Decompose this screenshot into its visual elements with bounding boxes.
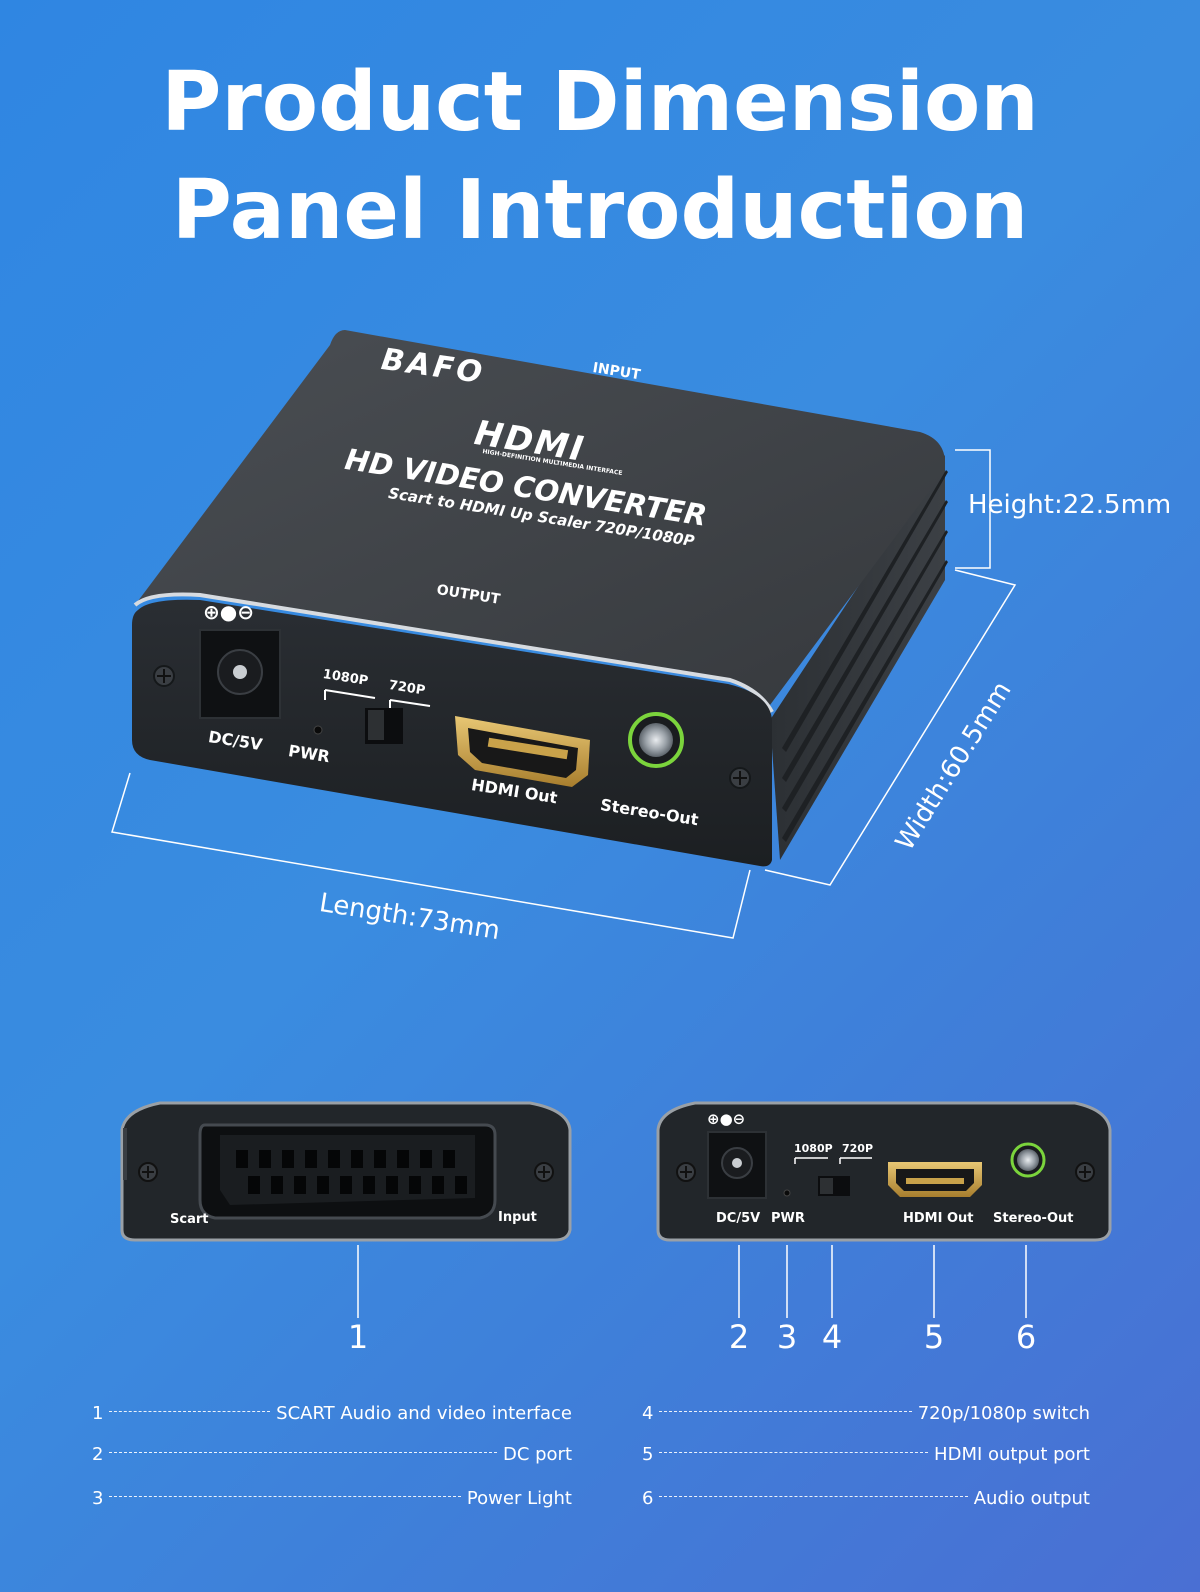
page-title-line1: Product Dimension <box>161 55 1039 150</box>
power-led-icon <box>313 725 323 735</box>
scart-pin <box>259 1150 271 1168</box>
callout-number: 2 <box>728 1318 750 1356</box>
scart-pin <box>455 1176 467 1194</box>
dc-port-icon <box>199 629 281 719</box>
legend-item: 1 SCART Audio and video interface <box>92 1403 572 1424</box>
legend-item: 2 DC port <box>92 1444 572 1465</box>
device-side <box>770 455 948 860</box>
legend-number: 4 <box>642 1403 654 1424</box>
legend-item: 4 720p/1080p switch <box>642 1403 1090 1424</box>
legend-item: 5 HDMI output port <box>642 1444 1090 1465</box>
scart-pin <box>409 1176 421 1194</box>
polarity-icon: ⊕●⊖ <box>707 1110 746 1128</box>
scart-pin <box>363 1176 375 1194</box>
input-port-label: Input <box>498 1210 537 1225</box>
legend-number: 5 <box>642 1444 654 1465</box>
callout-number: 1 <box>347 1318 369 1356</box>
screw-icon <box>1075 1162 1095 1182</box>
pwr-label: PWR <box>771 1211 805 1226</box>
scart-pin <box>305 1150 317 1168</box>
switch-1080-label: 1080P <box>794 1142 833 1155</box>
stereo-jack-icon <box>628 712 684 768</box>
legend-item: 6 Audio output <box>642 1488 1090 1509</box>
page-title-line2: Panel Introduction <box>171 163 1029 258</box>
scart-pin <box>432 1176 444 1194</box>
legend-text: Audio output <box>973 1488 1090 1509</box>
callout-number: 3 <box>776 1318 798 1356</box>
scart-pin <box>271 1176 283 1194</box>
scart-pin <box>420 1150 432 1168</box>
legend-text: HDMI output port <box>934 1444 1090 1465</box>
screw-icon <box>676 1162 696 1182</box>
legend-number: 2 <box>92 1444 104 1465</box>
callout-lines <box>357 1245 1027 1318</box>
scart-pin <box>340 1176 352 1194</box>
resolution-switch-icon <box>324 689 431 744</box>
dc-port-label: DC/5V <box>716 1211 761 1226</box>
screw-icon <box>534 1162 554 1182</box>
scart-pin <box>351 1150 363 1168</box>
hdmi-out-label: HDMI Out <box>903 1211 974 1226</box>
height-dimension: Height:22.5mm <box>968 490 1172 520</box>
scart-pin <box>443 1150 455 1168</box>
screw-icon <box>729 767 751 789</box>
scart-pin <box>328 1150 340 1168</box>
screw-icon <box>138 1162 158 1182</box>
scart-label: Scart <box>170 1212 209 1227</box>
back-panel <box>120 1101 572 1242</box>
scart-pin <box>282 1150 294 1168</box>
stereo-out-label: Stereo-Out <box>993 1211 1074 1226</box>
legend-number: 1 <box>92 1403 104 1424</box>
legend-text: DC port <box>502 1444 572 1465</box>
legend-item: 3 Power Light <box>92 1488 572 1509</box>
front-panel <box>656 1101 1112 1242</box>
switch-720-label: 720P <box>842 1142 874 1155</box>
dimension-lines <box>111 449 1017 939</box>
scart-pins <box>236 1150 467 1194</box>
legend-text: 720p/1080p switch <box>917 1403 1090 1424</box>
screw-icon <box>153 665 175 687</box>
legend-number: 3 <box>92 1488 104 1509</box>
scart-pin <box>236 1150 248 1168</box>
scart-pin <box>386 1176 398 1194</box>
scart-pin <box>248 1176 260 1194</box>
callout-number: 6 <box>1015 1318 1037 1356</box>
scart-pin <box>317 1176 329 1194</box>
scart-pin <box>397 1150 409 1168</box>
scart-pin <box>374 1150 386 1168</box>
scart-pin <box>294 1176 306 1194</box>
legend-text: SCART Audio and video interface <box>276 1403 572 1424</box>
hdmi-port-icon <box>455 716 590 787</box>
device-front <box>132 599 772 867</box>
device-top <box>135 330 946 705</box>
legend-text: Power Light <box>466 1488 572 1509</box>
callout-number: 4 <box>821 1318 843 1356</box>
legend-number: 6 <box>642 1488 654 1509</box>
polarity-icon: ⊕●⊖ <box>203 600 254 624</box>
callout-number: 5 <box>923 1318 945 1356</box>
